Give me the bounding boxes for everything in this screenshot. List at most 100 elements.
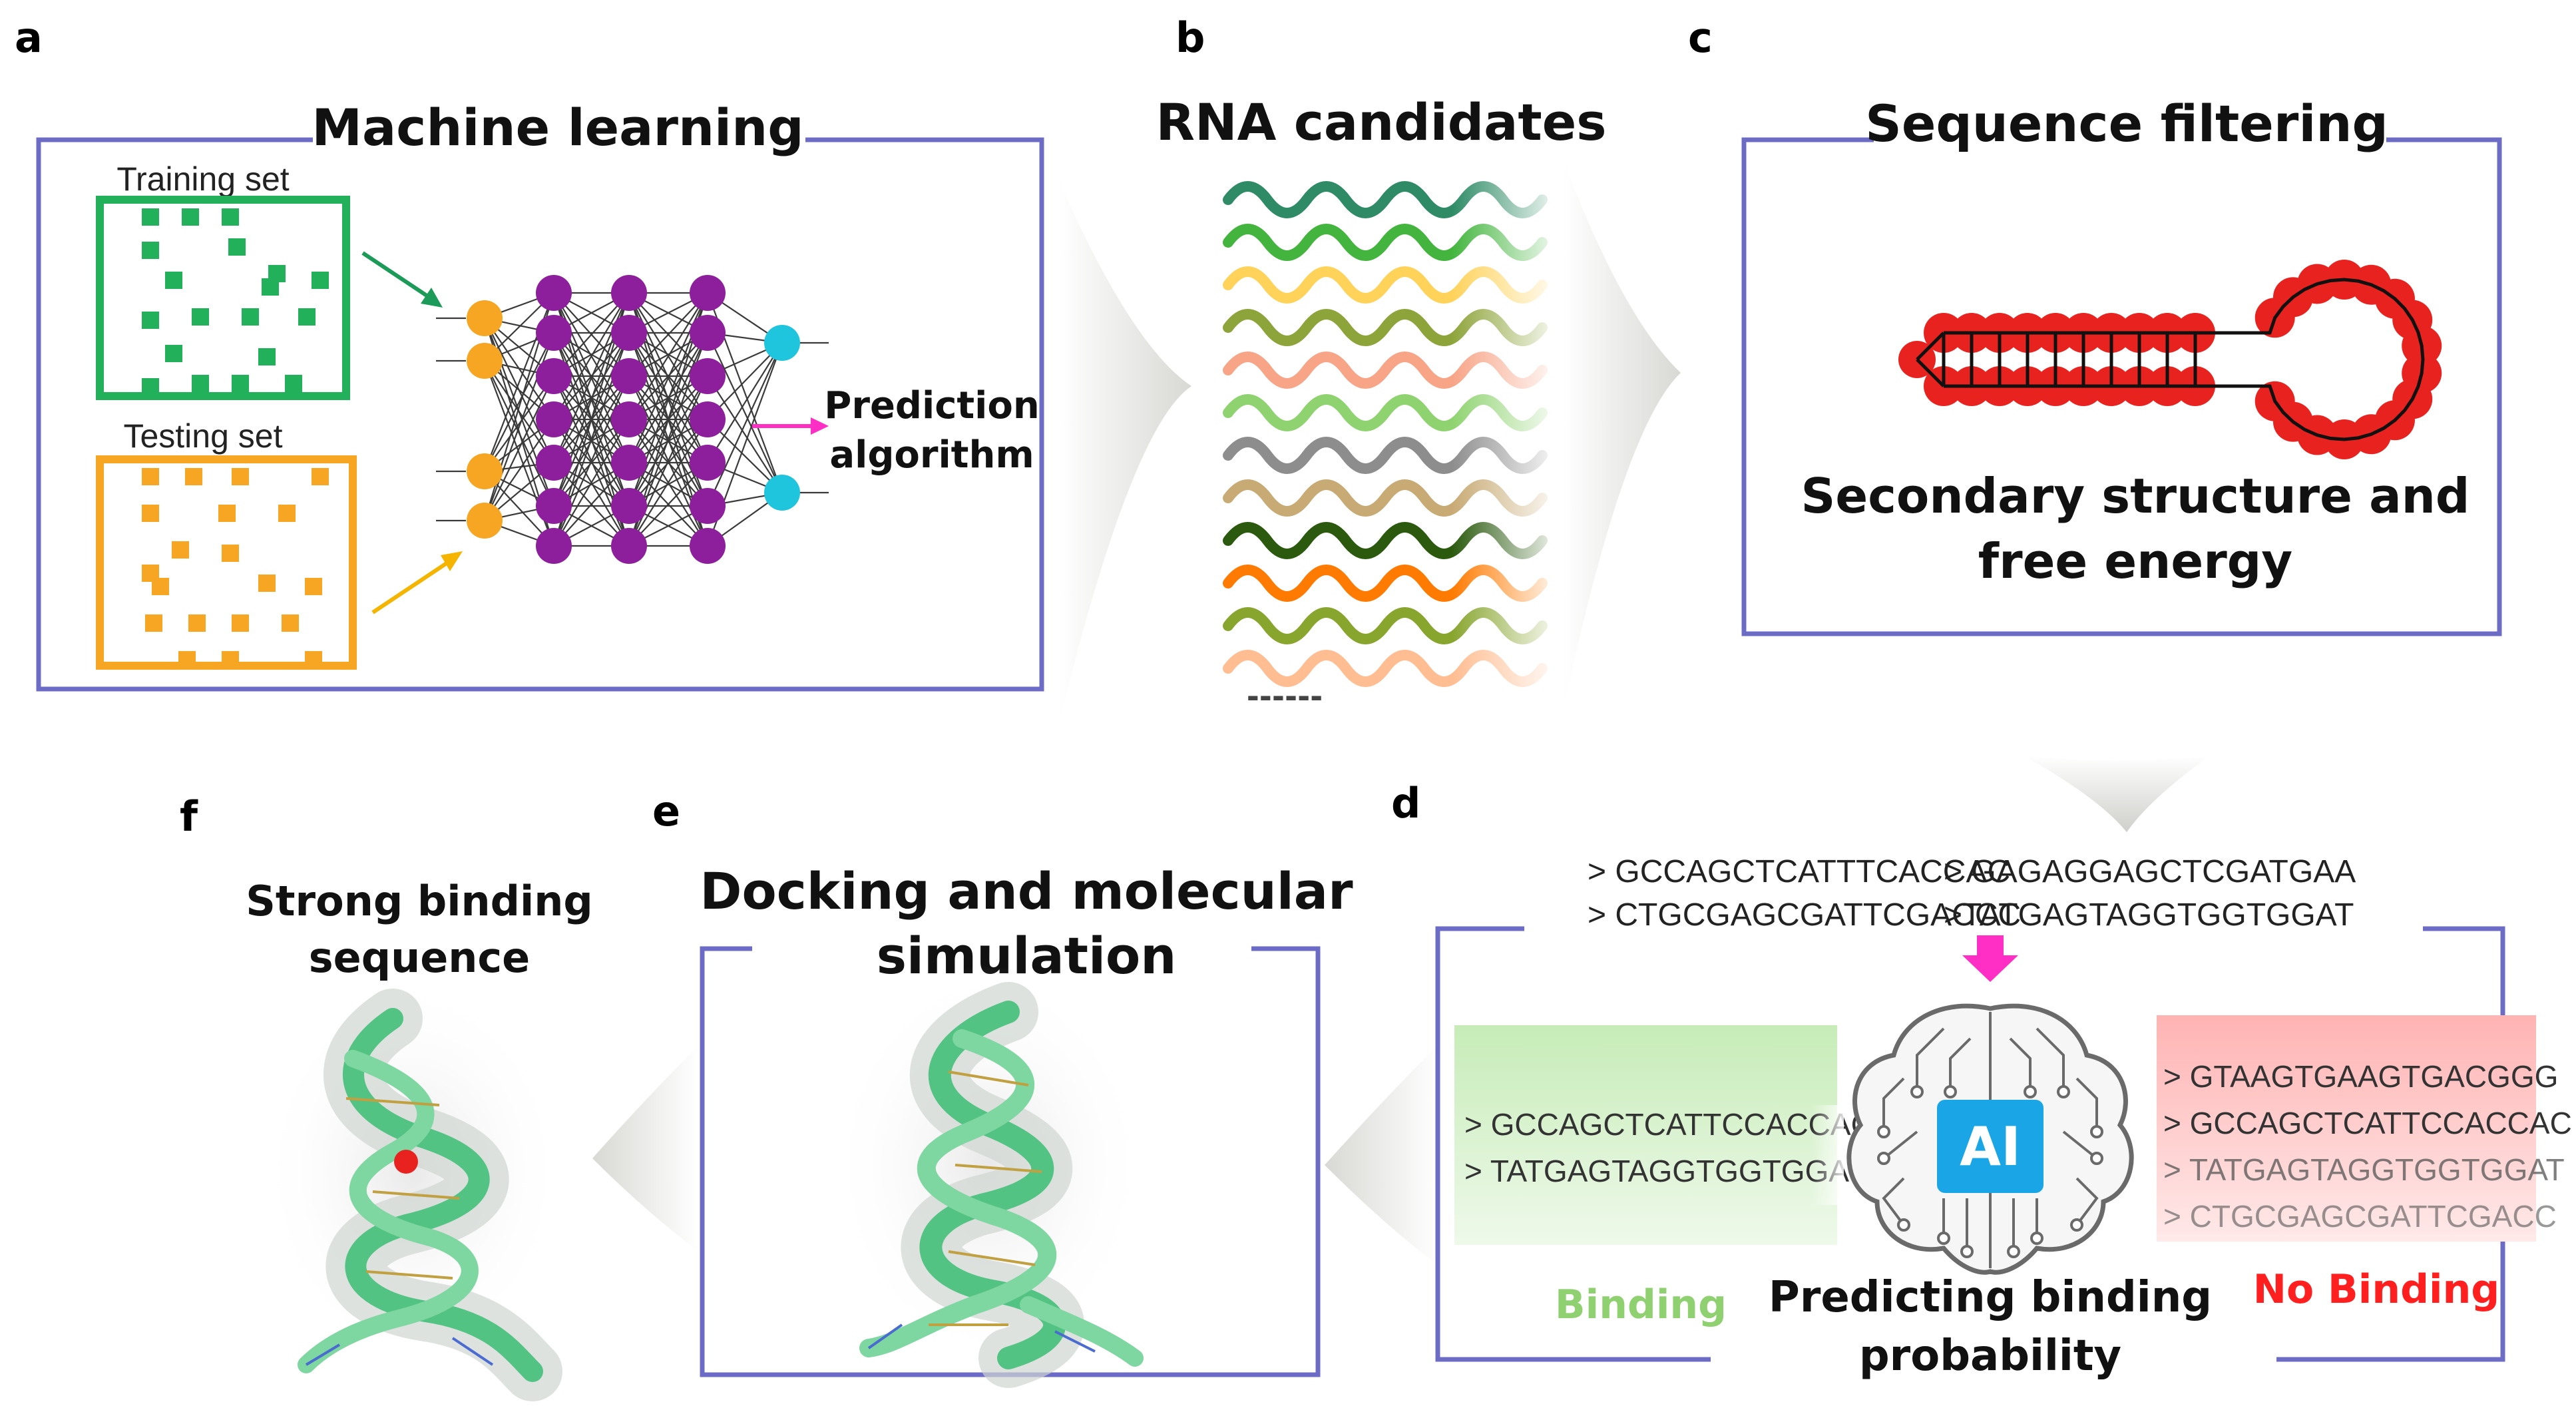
- panel-c-caption-line1: Secondary structure and: [1801, 468, 2470, 524]
- network-node: [690, 401, 726, 437]
- network-node: [536, 528, 572, 564]
- network-node: [611, 275, 647, 311]
- panel-a: Machine learning Training set Testing se…: [36, 98, 1044, 692]
- network-node: [611, 358, 647, 394]
- network-node: [611, 315, 647, 351]
- panel-f-title-line1: Strong binding: [246, 877, 593, 925]
- network-node: [764, 325, 800, 361]
- arrow-left-icon: [1325, 1045, 1438, 1265]
- data-square: [218, 505, 236, 522]
- network-node: [536, 401, 572, 437]
- data-square: [258, 348, 276, 365]
- data-square: [312, 272, 329, 289]
- panel-a-title: Machine learning: [312, 98, 803, 157]
- panel-c-caption-line2: free energy: [1978, 533, 2292, 589]
- panel-e: Docking and molecular simulation: [700, 861, 1353, 1388]
- panel-b: RNA candidates ------: [1156, 93, 1606, 714]
- data-square: [285, 375, 302, 392]
- circuit-trace: [1882, 1177, 1905, 1226]
- input-sequence: > CTGCGAGCGATTCGACCC: [1588, 897, 2021, 933]
- rna-backbone: [1944, 278, 2425, 441]
- circuit-trace: [2062, 1130, 2098, 1160]
- nobinding-label: No Binding: [2253, 1266, 2500, 1313]
- data-square: [282, 614, 299, 632]
- data-square: [182, 208, 199, 226]
- network-node: [611, 401, 647, 437]
- panel-f: Strong binding sequence: [246, 877, 593, 1401]
- nobinding-sequence: > GTAAGTGAAGTGACGGG: [2163, 1059, 2558, 1094]
- network-node: [690, 488, 726, 524]
- network-edge: [553, 462, 630, 547]
- training-set-squares: [142, 208, 329, 395]
- network-node: [611, 488, 647, 524]
- data-square: [192, 308, 209, 326]
- network-node: [764, 475, 800, 511]
- data-square: [145, 614, 162, 632]
- data-square: [312, 468, 329, 485]
- network-edge: [706, 342, 783, 507]
- training-set-box: [96, 196, 350, 400]
- network-node: [467, 343, 503, 379]
- nobinding-sequence: > TATGAGTAGGTGGTGGAT: [2163, 1152, 2565, 1187]
- data-square: [165, 345, 182, 362]
- arrow-down-icon: [1962, 955, 2018, 982]
- circuit-node: [2090, 1125, 2103, 1138]
- data-square: [222, 651, 239, 668]
- network-node: [467, 300, 503, 336]
- data-square: [305, 651, 322, 668]
- circuit-trace: [1916, 1027, 1945, 1092]
- testing-set-label: Testing set: [123, 417, 282, 455]
- network-node: [536, 358, 572, 394]
- data-square: [185, 468, 202, 485]
- data-square: [258, 575, 276, 592]
- circuit-trace: [2075, 1077, 2098, 1132]
- data-square: [142, 468, 159, 485]
- nobinding-sequence: > CTGCGAGCGATTCGACC: [2163, 1199, 2557, 1234]
- network-node: [536, 315, 572, 351]
- circuit-trace: [1949, 1037, 1972, 1092]
- prediction-label-line2: algorithm: [829, 433, 1034, 477]
- arrow-right-icon: [1564, 163, 1681, 706]
- panel-c: Sequence filtering Secondary structure a…: [1741, 94, 2502, 636]
- circuit-trace: [1882, 1130, 1918, 1160]
- network-edge: [484, 375, 554, 472]
- network-edge: [484, 360, 554, 507]
- circuit-trace: [2009, 1037, 2032, 1092]
- circuit-node: [2007, 1245, 2020, 1258]
- network-node: [536, 445, 572, 481]
- input-sequence: >TATGAGTAGGTGGTGGAT: [1944, 897, 2354, 933]
- network-edge: [484, 419, 554, 521]
- nobinding-sequence: > GCCAGCTCATTCCACCAC: [2163, 1106, 2572, 1140]
- network-node: [690, 528, 726, 564]
- panel-e-title-line1: Docking and molecular: [700, 861, 1353, 921]
- panel-d: > GCCAGCTCATTTCACCAC > GAGAGGAGCTCGATGAA…: [1435, 854, 2572, 1381]
- data-square: [222, 208, 239, 226]
- circuit-node: [1897, 1218, 1910, 1232]
- panel-d-frame-left: [1435, 926, 1711, 1362]
- circuit-node: [2090, 1152, 2103, 1165]
- circuit-node: [1960, 1245, 1974, 1258]
- network-edge: [628, 419, 708, 547]
- network-node: [536, 488, 572, 524]
- data-square: [142, 208, 159, 226]
- network-edge: [628, 292, 708, 420]
- neural-network: [467, 275, 800, 564]
- data-square: [142, 242, 159, 259]
- ligand-marker: [394, 1150, 418, 1174]
- arrow-left-icon: [592, 1045, 699, 1252]
- network-node: [690, 315, 726, 351]
- nobinding-box: [2157, 1015, 2536, 1242]
- circuit-node: [2070, 1218, 2083, 1232]
- network-edge: [484, 360, 554, 463]
- arrow-right-icon: [811, 417, 829, 435]
- network-edge: [484, 332, 554, 472]
- network-edge: [553, 292, 630, 377]
- network-node: [690, 445, 726, 481]
- network-edge: [553, 419, 630, 547]
- data-square: [222, 545, 239, 562]
- circuit-node: [1944, 1085, 1957, 1098]
- arrow-down-icon: [2024, 756, 2210, 832]
- network-node: [467, 503, 503, 539]
- network-edge: [484, 375, 554, 521]
